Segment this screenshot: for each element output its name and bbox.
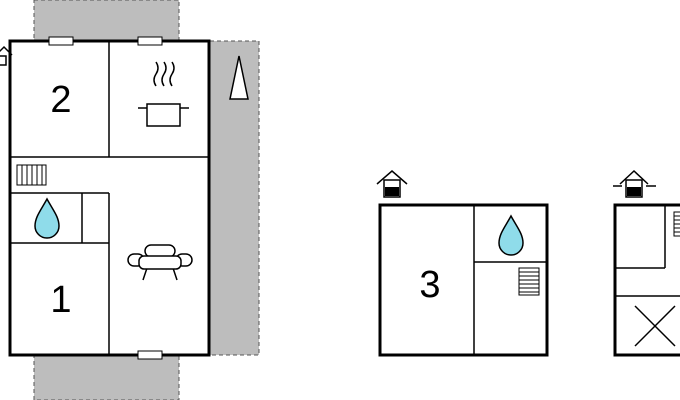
- interior-walls: [10, 41, 209, 355]
- cross-icon: [634, 305, 676, 347]
- tree-icon: [229, 55, 249, 100]
- annex-a-walls: [473, 205, 547, 355]
- water-drop-icon: [34, 197, 60, 239]
- sofa-icon: [127, 244, 193, 281]
- windows: [48, 36, 163, 360]
- annex-b-outline: [613, 203, 680, 357]
- window: [137, 36, 163, 46]
- room-label-2: 2: [50, 79, 71, 121]
- radiator-icon: [518, 267, 540, 296]
- entrance-icon: [376, 170, 408, 198]
- room-label-1: 1: [50, 279, 71, 321]
- cooking-pot-icon: [138, 61, 189, 127]
- window: [137, 350, 163, 360]
- radiator-icon: [673, 211, 680, 237]
- water-drop-icon: [498, 214, 524, 256]
- window: [48, 36, 74, 46]
- terrace-bottom: [33, 353, 180, 400]
- annex-b-walls: [615, 205, 680, 297]
- entrance-icon: [0, 45, 13, 66]
- radiator-icon: [16, 164, 47, 186]
- entrance-icon: [613, 169, 656, 198]
- room-label-3: 3: [419, 264, 440, 306]
- terrace-top: [33, 0, 180, 43]
